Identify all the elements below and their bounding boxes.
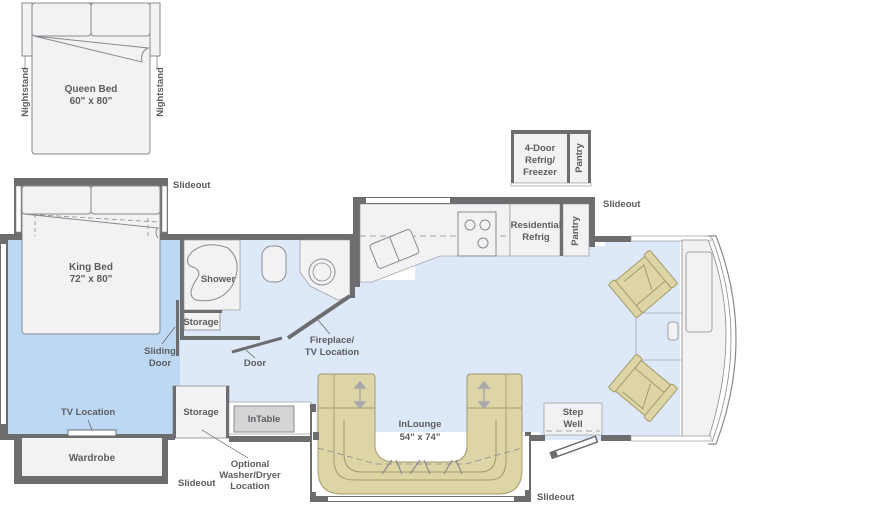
king-bed: King Bed 72" x 80" [21, 185, 161, 335]
king-bed-size: 72" x 80" [70, 274, 113, 285]
wardrobe-label: Wardrobe [69, 453, 116, 464]
nightstand-left-shape [21, 2, 33, 57]
nightstand-right-shape [149, 2, 161, 57]
washer-label-1: Optional [231, 459, 270, 470]
slideout-bedroom-top-label: Slideout [173, 180, 211, 191]
shower-label: Shower [201, 274, 236, 285]
fireplace-label-1: Fireplace/ [310, 335, 355, 346]
slideout-kitchen-label: Slideout [603, 199, 641, 210]
sliding-door-label-2: Door [149, 358, 171, 369]
inlounge-label: InLounge [399, 419, 442, 430]
shower-icon [186, 244, 238, 302]
storage-bath-label: Storage [183, 317, 218, 328]
intable-label: InTable [248, 414, 281, 425]
wardrobe: Wardrobe [0, 434, 175, 484]
door-swing[interactable] [231, 336, 283, 354]
entry-door[interactable] [549, 435, 599, 460]
hall-storage: Storage [172, 385, 230, 439]
fireplace-label-2: TV Location [305, 347, 360, 358]
tv-location-label: TV Location [61, 407, 116, 418]
washer-label-2: Washer/Dryer [219, 470, 281, 481]
queen-bed-size: 60" x 80" [70, 96, 113, 107]
step-well-label-2: Well [563, 419, 582, 430]
queen-bed-option: Queen Bed 60" x 80" Nightstand Nightstan… [20, 2, 166, 155]
inlounge-size: 54" x 74" [400, 432, 441, 443]
sliding-door[interactable] [176, 300, 179, 356]
four-door-label-1: 4-Door [525, 143, 556, 154]
king-bed-label: King Bed [69, 262, 113, 273]
pantry-alt-label: Pantry [574, 143, 585, 173]
toilet-icon [261, 245, 287, 283]
nightstand-left-label: Nightstand [20, 67, 31, 117]
cooktop-icon [457, 211, 497, 257]
door-label: Door [244, 358, 266, 369]
pillow-icon [90, 2, 151, 37]
step-well: Step Well [543, 402, 603, 436]
recliner-top[interactable] [608, 250, 678, 318]
pillow-icon [90, 185, 161, 215]
console-icon [667, 321, 679, 341]
step-well-label-1: Step [563, 407, 584, 418]
kitchen: Residential Refrig Pantry [353, 197, 595, 287]
living-floor [180, 238, 680, 440]
folded-sheet-icon [33, 35, 150, 63]
double-sink-icon [369, 229, 420, 269]
intable[interactable] [233, 405, 295, 433]
pantry [562, 203, 590, 257]
inlounge: InLounge 54" x 74" [310, 373, 531, 502]
bathroom: Shower Storage [180, 238, 355, 354]
nightstand-right-label: Nightstand [155, 67, 166, 117]
fireplace-wall [286, 294, 352, 340]
queen-bed-label: Queen Bed [65, 84, 118, 95]
slideout-lounge-label: Slideout [537, 492, 575, 503]
washer-label-3: Location [230, 481, 270, 492]
four-door-label-2: Refrig/ [525, 155, 555, 166]
four-door-refrig-option: 4-Door Refrig/ Freezer Pantry [510, 130, 592, 187]
pillow-icon [31, 2, 92, 37]
recliner-bottom[interactable] [608, 354, 678, 422]
pantry-label: Pantry [570, 216, 581, 246]
residential-refrig [509, 203, 561, 257]
wall [14, 178, 168, 186]
pillow-icon [21, 185, 92, 215]
expand-arrow-icon [353, 380, 491, 410]
storage-hall-label: Storage [183, 407, 218, 418]
four-door-label-3: Freezer [523, 167, 557, 178]
residential-label-2: Refrig [522, 232, 550, 243]
front-cab [635, 235, 737, 445]
sliding-door-label-1: Sliding [144, 346, 176, 357]
slideout-bedroom-bottom-label: Slideout [178, 478, 216, 489]
tv-icon [67, 429, 117, 437]
inlounge-sofa[interactable] [317, 373, 523, 495]
residential-label-1: Residential [511, 220, 562, 231]
